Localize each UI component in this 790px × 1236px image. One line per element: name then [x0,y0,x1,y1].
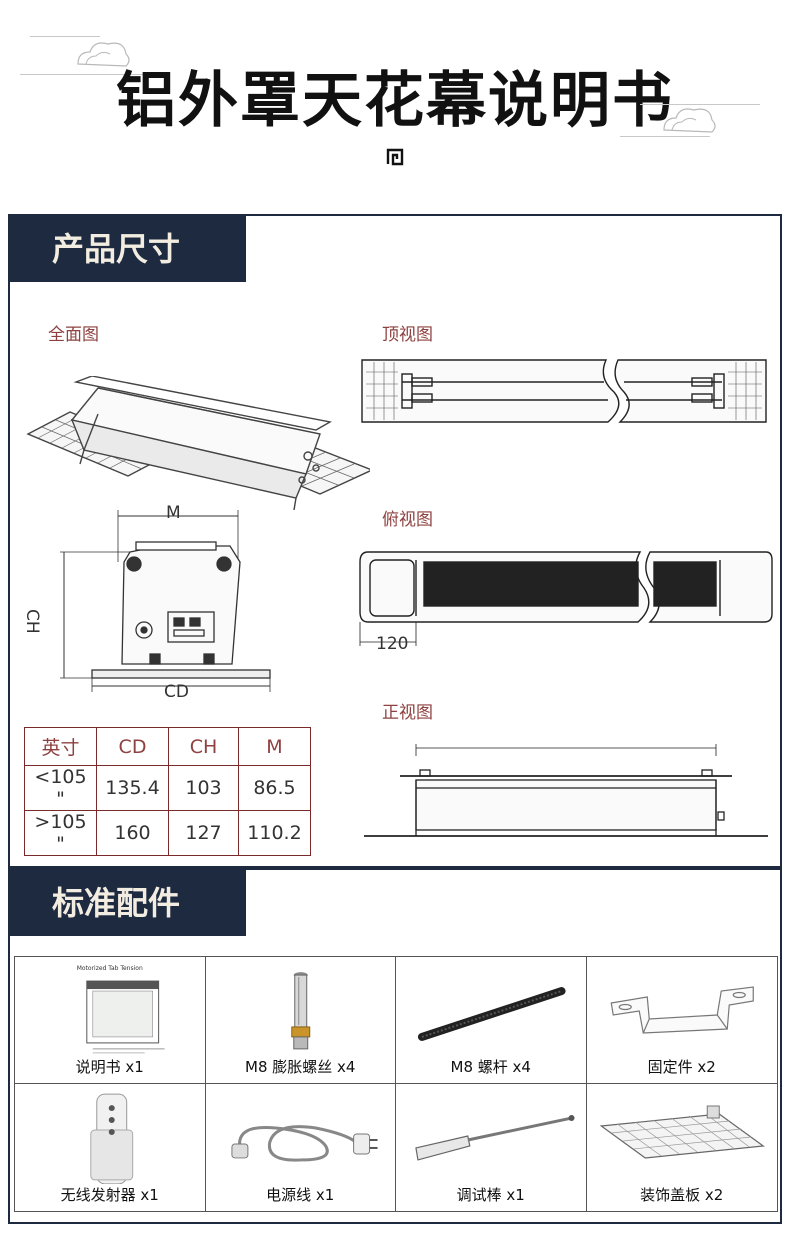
cross-section-drawing [60,510,271,692]
view-label-full: 全面图 [48,325,99,345]
view-label-front: 正视图 [382,703,433,723]
table-cell: >105 " [24,810,97,856]
accessory-item: 无线发射器 x1 [15,1084,206,1211]
dimension-label-ch: CH [22,609,42,634]
threaded-rod-icon [417,987,566,1041]
page-title: 铝外罩天花幕说明书 [116,66,674,136]
cover-plate-icon [599,1105,765,1159]
accessories-panel: 标准配件 Motorized Tab Tension 说明书 x1 M [8,868,782,1224]
table-cell: 110.2 [238,810,311,856]
decorative-line [30,36,100,37]
decorative-line [620,136,710,137]
accessory-item: 调试棒 x1 [396,1084,587,1211]
table-header-cell: CH [168,727,239,766]
accessory-item: 电源线 x1 [206,1084,396,1211]
table-header-cell: M [238,727,311,766]
table-header-cell: 英寸 [24,727,97,766]
accessory-label: 无线发射器 x1 [60,1186,159,1204]
isometric-drawing [26,376,370,511]
mounting-bracket-icon [610,986,754,1034]
manual-icon [86,980,165,1054]
accessory-item: Motorized Tab Tension 说明书 x1 [15,957,206,1084]
accessory-item: M8 膨胀螺丝 x4 [205,957,396,1084]
cloud-ornament-left [77,42,130,67]
accessory-item: M8 螺杆 x4 [396,957,587,1084]
front-view-drawing [364,744,768,837]
dimensions-table: 英寸 CD CH M <105 " 135.4 103 86.5 >105 " … [24,727,311,856]
accessory-label: 调试棒 x1 [456,1186,525,1204]
accessory-label: M8 膨胀螺丝 x4 [245,1058,356,1076]
accessories-grid: Motorized Tab Tension 说明书 x1 M8 膨胀螺丝 x4 [14,956,778,1212]
dimensions-panel: 产品尺寸 全面图 顶视图 俯视图 正视图 [8,214,782,868]
dimension-label-120: 120 [376,634,409,654]
power-cord-icon [230,1125,378,1162]
dimension-label-m: M [166,503,181,523]
view-label-bottom: 俯视图 [382,510,433,530]
accessory-label: 说明书 x1 [75,1058,144,1076]
title-area: 铝外罩天花幕说明书 [0,0,790,210]
dimensions-table-header: 英寸 CD CH M [24,727,311,766]
manual-cover-title: Motorized Tab Tension [76,965,143,972]
table-cell: 127 [168,810,239,856]
decorative-line [640,104,760,105]
table-cell: 103 [168,765,239,811]
cloud-ornament-right [663,108,716,133]
remote-control-icon [90,1093,134,1184]
table-row: >105 " 160 127 110.2 [24,810,311,856]
table-cell: 135.4 [96,765,169,811]
accessory-label: 电源线 x1 [266,1186,335,1204]
accessory-item: 固定件 x2 [586,957,777,1084]
accessory-label: 装饰盖板 x2 [640,1186,724,1204]
table-cell: 160 [96,810,169,856]
top-view-drawing [361,359,767,423]
section-heading-accessories: 标准配件 [10,870,246,936]
view-label-top: 顶视图 [382,325,433,345]
decorative-line [20,74,170,75]
table-row: <105 " 135.4 103 86.5 [24,765,311,811]
table-cell: <105 " [24,765,97,811]
table-header-cell: CD [96,727,169,766]
bottom-view-drawing [359,551,773,646]
anchor-bolt-icon [290,972,310,1050]
meander-icon [386,148,404,166]
accessory-item: 装饰盖板 x2 [587,1084,778,1211]
table-cell: 86.5 [238,765,311,811]
adjustment-rod-icon [415,1115,575,1161]
accessory-label: 固定件 x2 [647,1058,716,1076]
dimension-label-cd: CD [164,682,189,702]
accessory-label: M8 螺杆 x4 [450,1058,531,1076]
section-heading-dimensions: 产品尺寸 [10,216,246,282]
